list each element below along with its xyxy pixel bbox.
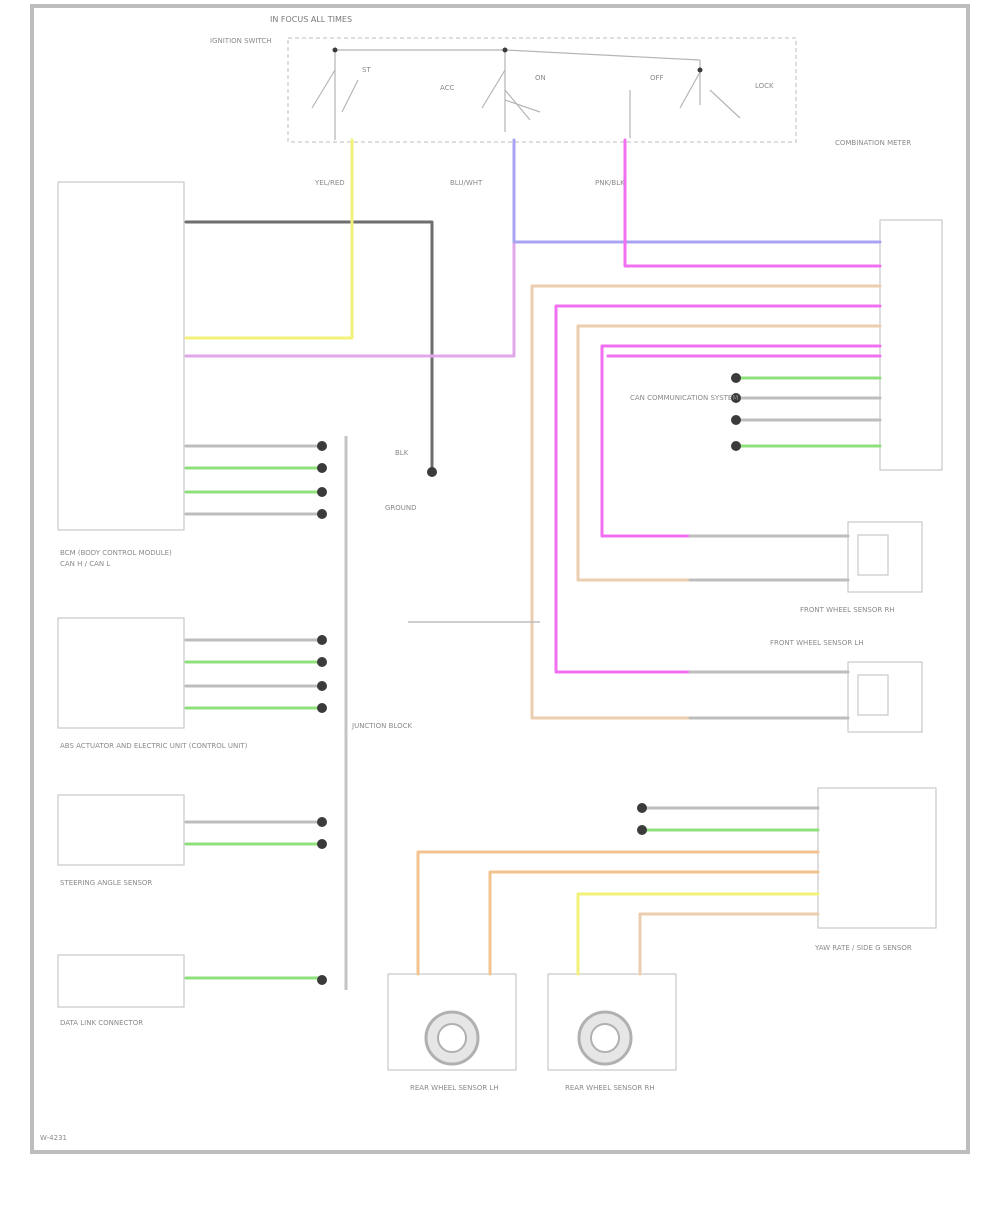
ignition-switch-contacts: ST ACC ON OFF LOCK	[311, 47, 774, 140]
ignition-switch-box	[287, 37, 797, 143]
combination-meter-label: COMBINATION METER	[835, 139, 911, 147]
wire-pink-3	[600, 344, 882, 538]
bcm-can-wires	[184, 441, 327, 519]
can-label-meter: CAN COMMUNICATION SYSTEM	[630, 394, 738, 402]
yaw-rate-sensor-box	[817, 787, 937, 929]
meter-ground-wires	[731, 373, 882, 451]
abs-can-wires	[184, 635, 327, 713]
rear-wheel-sensor-lh-label: REAR WHEEL SENSOR LH	[410, 1084, 499, 1092]
bcm-box	[57, 181, 185, 531]
rear-wheel-sensor-rh-label: REAR WHEEL SENSOR RH	[565, 1084, 655, 1092]
rear-wheel-sensor-rh	[547, 973, 677, 1071]
svg-text:ACC: ACC	[440, 84, 455, 92]
svg-text:ON: ON	[535, 74, 546, 82]
data-link-connector-box	[57, 954, 185, 1008]
ground-label: GROUND	[385, 504, 417, 512]
wire-yellow-ign-bcm	[184, 138, 354, 340]
steering-angle-sensor-box	[57, 794, 185, 866]
wire-black-bcm-ground	[184, 220, 434, 474]
footer-code: W-4231	[40, 1134, 67, 1142]
header-label-2: IGNITION SWITCH	[210, 37, 272, 45]
combination-meter-box	[879, 219, 943, 471]
abs-actuator-label: ABS ACTUATOR AND ELECTRIC UNIT (CONTROL …	[60, 742, 248, 750]
steering-angle-sensor-label: STEERING ANGLE SENSOR	[60, 879, 152, 887]
header-label-1: IN FOCUS ALL TIMES	[270, 15, 352, 24]
front-wheel-sensor-rh-inner	[857, 534, 889, 576]
wire-pink-2	[554, 304, 882, 674]
yaw-sensor-wires	[416, 803, 820, 976]
abs-actuator-box	[57, 617, 185, 729]
wire-pink-ign-meter	[623, 138, 882, 268]
yaw-rate-sensor-label: YAW RATE / SIDE G SENSOR	[814, 944, 912, 952]
wire-tan-1	[530, 284, 882, 720]
wheel-sensor-leads	[688, 534, 850, 720]
wire-label-yel-red: YEL/RED	[314, 179, 345, 187]
front-wheel-sensor-lh-inner	[857, 674, 889, 716]
data-link-connector-label: DATA LINK CONNECTOR	[60, 1019, 143, 1027]
front-wheel-sensor-rh-label: FRONT WHEEL SENSOR RH	[800, 606, 895, 614]
junction-block-label: JUNCTION BLOCK	[351, 722, 412, 730]
wire-label-blu-wht: BLU/WHT	[450, 179, 483, 187]
dlc-can-wires	[184, 975, 327, 985]
wire-tan-2	[576, 324, 882, 582]
wire-blue-ign-meter	[512, 138, 882, 244]
rear-wheel-sensor-lh	[387, 973, 517, 1071]
svg-text:LOCK: LOCK	[755, 82, 774, 90]
bcm-label: BCM (BODY CONTROL MODULE)	[60, 549, 172, 557]
wire-label-blk: BLK	[395, 449, 409, 457]
svg-text:OFF: OFF	[650, 74, 664, 82]
wire-label-pnk-blk: PNK/BLK	[595, 179, 625, 187]
front-wheel-sensor-lh-label: FRONT WHEEL SENSOR LH	[770, 639, 864, 647]
bcm-sublabel: CAN H / CAN L	[60, 560, 110, 568]
svg-text:ST: ST	[362, 66, 371, 74]
steering-can-wires	[184, 817, 327, 849]
